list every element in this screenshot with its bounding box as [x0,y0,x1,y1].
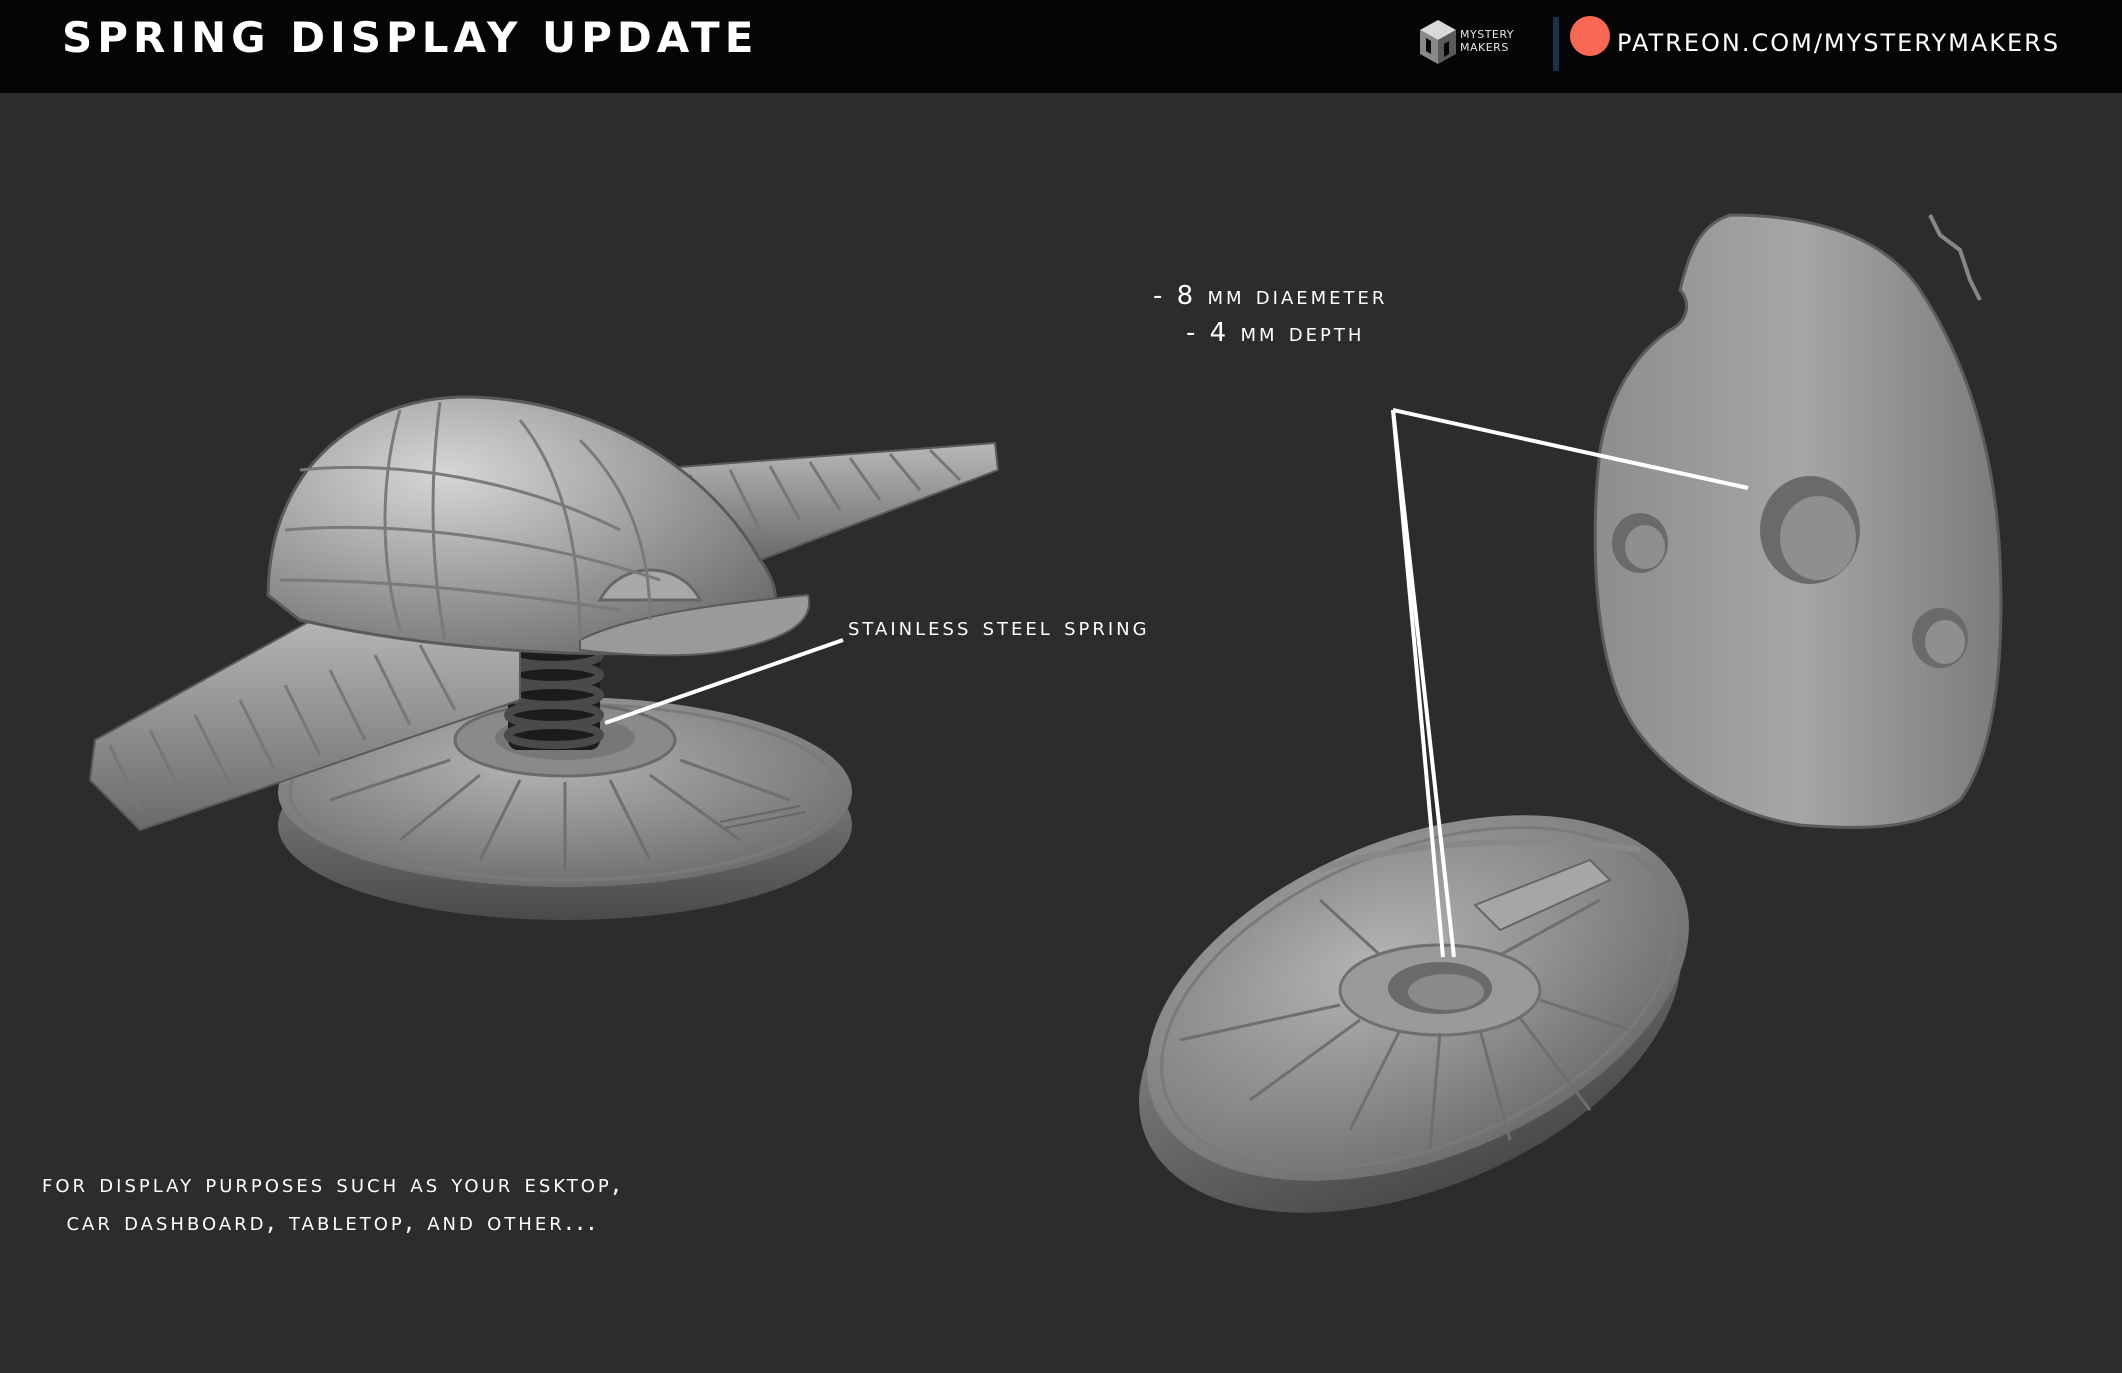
diameter-label: - 8 mm DIAEMETER [1153,281,1388,311]
right-base-illustration [1139,815,1689,1213]
spring-leader-line [604,638,844,725]
depth-label: - 4 mm DEPTH [1186,318,1365,348]
caption: FOR DISPLAY PURPOSES SUCH AS YOUR ESKTOP… [42,1165,623,1241]
mystery-makers-cube-icon [1420,20,1456,64]
dimension-leader-lines [1391,408,1749,958]
scarab-dome-illustration [266,395,811,657]
magnet-hole-center [1760,476,1860,584]
scarab-assembly [88,395,1000,920]
brand-logo: MYSTERY MAKERS [1418,18,1528,70]
header-bar: SPRING DISPLAY UPDATE MYSTERY MAKERS PAT… [0,0,2122,93]
patreon-icon [1570,16,1610,56]
spring-illustration [504,640,604,750]
magnet-hole-right [1912,608,1968,668]
caption-line1: FOR DISPLAY PURPOSES SUCH AS YOUR ESKTOP… [42,1169,623,1199]
spring-label: STAINLESS STEEL SPRING [848,612,1150,642]
caption-line2: CAR DASHBOARD, TABLETOP, AND OTHER... [66,1207,599,1237]
patreon-link[interactable]: PATREON.COM/MYSTERYMAKERS [1617,29,2061,57]
magnet-hole-left [1612,513,1668,573]
page-title: SPRING DISPLAY UPDATE [62,13,759,62]
product-render [88,213,2003,1213]
brand-name: MYSTERY MAKERS [1460,28,1514,54]
back-disc-illustration [1593,213,2003,829]
brand-name-line1: MYSTERY [1460,28,1515,41]
brand-name-line2: MAKERS [1460,41,1509,54]
header-divider [1553,17,1559,71]
